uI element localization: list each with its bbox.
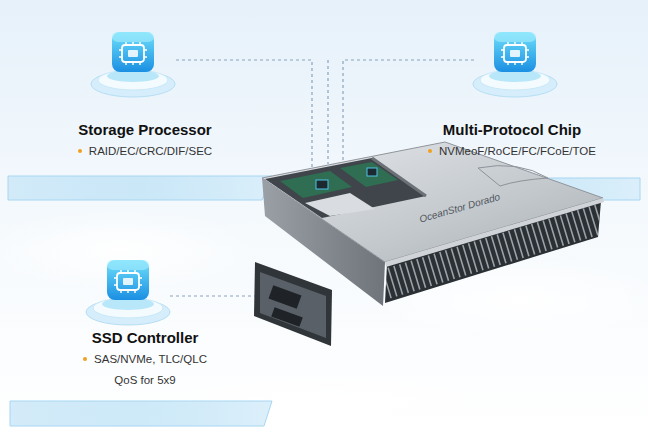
bullet-dot bbox=[428, 149, 432, 153]
drive-slot bbox=[271, 307, 303, 327]
circuit-board bbox=[280, 171, 352, 198]
callout-text: QoS for 5x9 bbox=[114, 374, 175, 386]
bullet-dot bbox=[78, 149, 82, 153]
band bbox=[8, 176, 272, 200]
bullet-dot bbox=[83, 357, 87, 361]
server bbox=[254, 142, 604, 346]
storage-processor-icon bbox=[91, 32, 175, 97]
leader-line bbox=[170, 295, 258, 296]
server-front bbox=[385, 201, 601, 303]
callout-text-row: NVMeoF/RoCE/FC/FCoE/TOE bbox=[428, 145, 596, 157]
callout-title: SSD Controller bbox=[83, 329, 207, 346]
callout-title: Multi-Protocol Chip bbox=[428, 121, 596, 138]
callout-title: Storage Processor bbox=[78, 121, 212, 138]
callout-group: SSD ControllerSAS/NVMe, TLC/QLC QoS for 5… bbox=[83, 329, 207, 386]
callout-text-row: RAID/EC/CRC/DIF/SEC bbox=[78, 145, 212, 157]
leader-line bbox=[327, 60, 328, 164]
product-name: OceanStor Dorado bbox=[418, 191, 501, 225]
drive-module-face bbox=[260, 272, 326, 338]
server-internals bbox=[265, 158, 426, 218]
band bbox=[10, 401, 272, 426]
processor-chip bbox=[316, 180, 328, 189]
callout-text: NVMeoF/RoCE/FC/FCoE/TOE bbox=[439, 145, 596, 157]
drive-bays bbox=[386, 219, 600, 284]
lid-edge bbox=[372, 158, 426, 196]
module-cover bbox=[305, 193, 375, 216]
logo-mark bbox=[478, 166, 548, 186]
front-rim bbox=[385, 198, 604, 267]
processor-chip bbox=[367, 168, 377, 176]
callout-text: SAS/NVMe, TLC/QLC bbox=[94, 353, 207, 365]
ssd-controller-icon bbox=[86, 260, 170, 325]
callout-text-row: SAS/NVMe, TLC/QLC bbox=[83, 353, 207, 365]
drive-slot bbox=[269, 285, 302, 308]
callout-group: Multi-Protocol ChipNVMeoF/RoCE/FC/FCoE/T… bbox=[428, 121, 596, 157]
protocol-chip-icon bbox=[473, 32, 557, 97]
callout-text-row: QoS for 5x9 bbox=[83, 374, 207, 386]
drive-module bbox=[254, 262, 332, 346]
circuit-board bbox=[340, 162, 398, 187]
callout-text: RAID/EC/CRC/DIF/SEC bbox=[89, 145, 212, 157]
callout-group: Storage ProcessorRAID/EC/CRC/DIF/SEC bbox=[78, 121, 212, 157]
